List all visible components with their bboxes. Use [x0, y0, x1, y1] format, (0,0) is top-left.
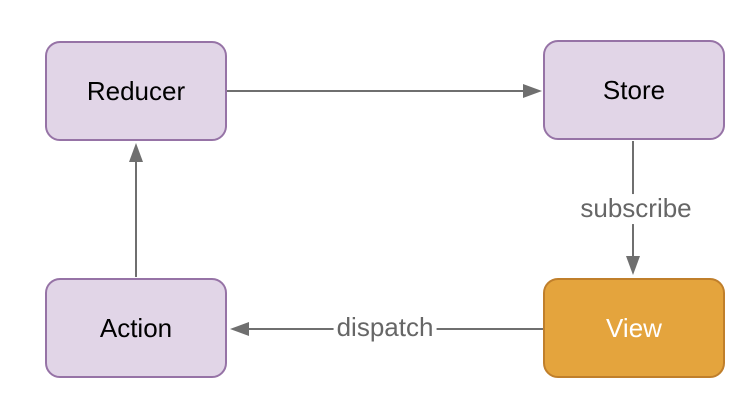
node-view-label: View: [606, 313, 662, 343]
arrowhead-left-icon: [230, 322, 249, 336]
edge-label-subscribe: subscribe: [577, 193, 695, 224]
node-store: Store: [543, 40, 725, 140]
node-reducer-label: Reducer: [86, 76, 186, 106]
arrow-reducer-to-store: [227, 84, 542, 98]
node-action-label: Action: [99, 313, 173, 343]
edge-label-dispatch: dispatch: [333, 312, 437, 343]
arrowhead-up-icon: [129, 143, 143, 162]
node-store-label: Store: [602, 75, 666, 105]
node-view: View: [543, 278, 725, 378]
node-reducer: Reducer: [45, 41, 227, 141]
node-action: Action: [45, 278, 227, 378]
arrowhead-right-icon: [523, 84, 542, 98]
arrowhead-down-icon: [626, 256, 640, 275]
arrow-action-to-reducer: [129, 143, 143, 277]
